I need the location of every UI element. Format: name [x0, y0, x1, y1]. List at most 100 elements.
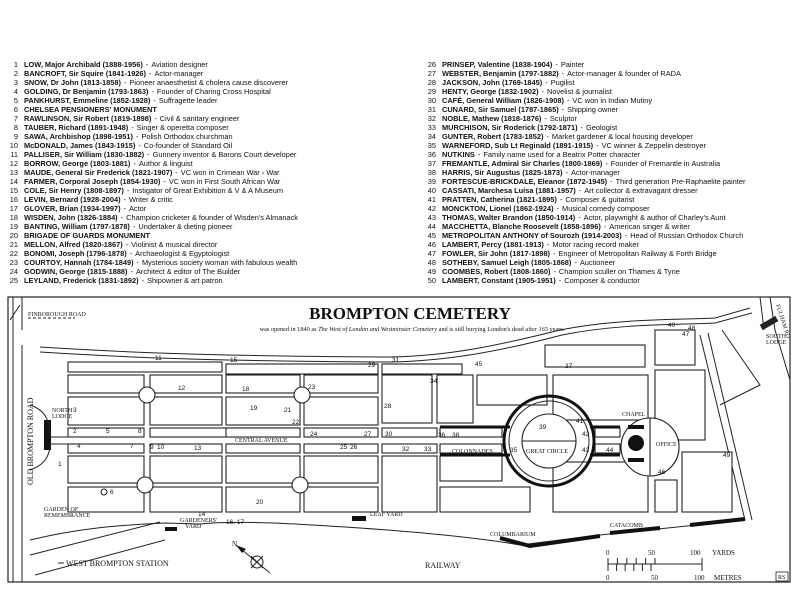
legend-name: MACCHETTA, Blanche Roosevelt (1858-1896): [442, 222, 601, 231]
legend-note: Motor racing record maker: [552, 240, 640, 249]
legend-number: 12: [9, 159, 18, 168]
legend-note: Geologist: [586, 123, 618, 132]
legend-name: PALLISER, Sir William (1830-1882): [24, 150, 145, 159]
plot-number: 33: [424, 446, 432, 453]
legend-separator: -: [141, 276, 145, 285]
legend-note: Architect & editor of The Builder: [135, 267, 241, 276]
entrance-drive: [29, 404, 68, 471]
legend-name: WEBSTER, Benjamin (1797-1882): [442, 69, 559, 78]
legend-note: Author & linguist: [138, 159, 193, 168]
legend-name: LEYLAND, Frederick (1831-1892): [24, 276, 139, 285]
north-wall-inner: [39, 312, 753, 363]
legend-separator: -: [148, 69, 152, 78]
legend-number: 5: [13, 96, 18, 105]
scale-metres-0: 0: [606, 574, 610, 582]
legend-separator: -: [120, 213, 124, 222]
legend-number: 9: [13, 132, 18, 141]
plot-number: 38: [452, 432, 460, 439]
legend-number: 38: [427, 168, 436, 177]
path-roundel: [291, 476, 309, 494]
legend-separator: -: [553, 267, 556, 276]
legend-name: FARMER, Corporal Joseph (1854-1930): [24, 177, 161, 186]
legend-name: COURTOY, Hannah (1784-1849): [24, 258, 134, 267]
legend-name: METROPOLITAN ANTHONY of Sourozh (1914-20…: [442, 231, 622, 240]
legend-note: American singer & writer: [609, 222, 690, 231]
legend-number: 26: [427, 60, 436, 69]
burial-block: [303, 486, 379, 513]
burial-block: [225, 486, 301, 513]
legend-name: BANTING, William (1797-1878): [24, 222, 130, 231]
legend-number: 47: [427, 249, 436, 258]
legend-note: Novelist & journalist: [547, 87, 612, 96]
old-brompton-road-label: OLD BROMPTON ROAD: [26, 397, 35, 485]
east-wall: [699, 329, 761, 521]
legend-number: 24: [9, 267, 18, 276]
legend-note: Composer & conductor: [564, 276, 640, 285]
catacomb-structure: [609, 517, 746, 535]
legend-note: Founder of Charing Cross Hospital: [156, 87, 271, 96]
legend-separator: -: [123, 78, 127, 87]
legend-name: MONCKTON, Lionel (1862-1924): [442, 204, 554, 213]
legend-name: McDONALD, James (1843-1915): [24, 141, 136, 150]
legend-separator: -: [546, 240, 550, 249]
legend-name: CHELSEA PENSIONERS' MONUMENT: [24, 105, 157, 114]
burial-block: [654, 479, 678, 513]
finborough-road-label: FINBOROUGH ROAD: [28, 312, 87, 318]
north-letter: N: [232, 540, 237, 548]
burial-block: [544, 344, 646, 368]
legend-number: 35: [427, 141, 436, 150]
legend-separator: -: [561, 69, 565, 78]
legend-name: LEVIN, Bernard (1928-2004): [24, 195, 121, 204]
legend-name: FREMANTLE, Admiral Sir Charles (1800-186…: [442, 159, 603, 168]
legend-name: HARRIS, Sir Augustus (1825-1873): [442, 168, 563, 177]
columbarium-structure: [499, 534, 601, 549]
legend-note: VC won in Indian Mutiny: [572, 96, 653, 105]
legend-separator: -: [138, 141, 141, 150]
legend-note: Mysterious society woman with fabulous w…: [142, 258, 298, 267]
burial-block: [67, 427, 145, 438]
legend-separator: -: [163, 177, 166, 186]
legend-separator: -: [175, 168, 178, 177]
credit-box: [775, 571, 789, 582]
legend-separator: -: [145, 60, 149, 69]
legend-separator: -: [624, 231, 628, 240]
plot-number: 12: [178, 385, 186, 392]
burial-block: [381, 427, 438, 438]
plot-number: 35: [510, 447, 518, 454]
place-label-south-lodge-1: SOUTH: [766, 334, 787, 340]
north-arrow: N: [232, 540, 271, 574]
legend-name: SOTHEBY, Samuel Leigh (1805-1868): [442, 258, 572, 267]
south-lodge-building: [759, 315, 779, 331]
road-mark: [9, 304, 21, 321]
scale-yards-0: 0: [606, 549, 610, 557]
legend-name: GODWIN, George (1815-1888): [24, 267, 128, 276]
legend-note: Instigator of Great Exhibition & V & A M…: [132, 186, 284, 195]
legend-note: Founder of Fremantle in Australia: [610, 159, 721, 168]
legend-note: Actor-manager & founder of RADA: [567, 69, 681, 78]
legend-number: 42: [427, 204, 436, 213]
legend-name: BANCROFT, Sir Squire (1841-1926): [24, 69, 146, 78]
legend-separator: -: [578, 213, 581, 222]
legend-note: VC won in First South African War: [168, 177, 281, 186]
legend-note: Painter: [560, 60, 585, 69]
scale-metres-unit: METRES: [714, 574, 742, 582]
